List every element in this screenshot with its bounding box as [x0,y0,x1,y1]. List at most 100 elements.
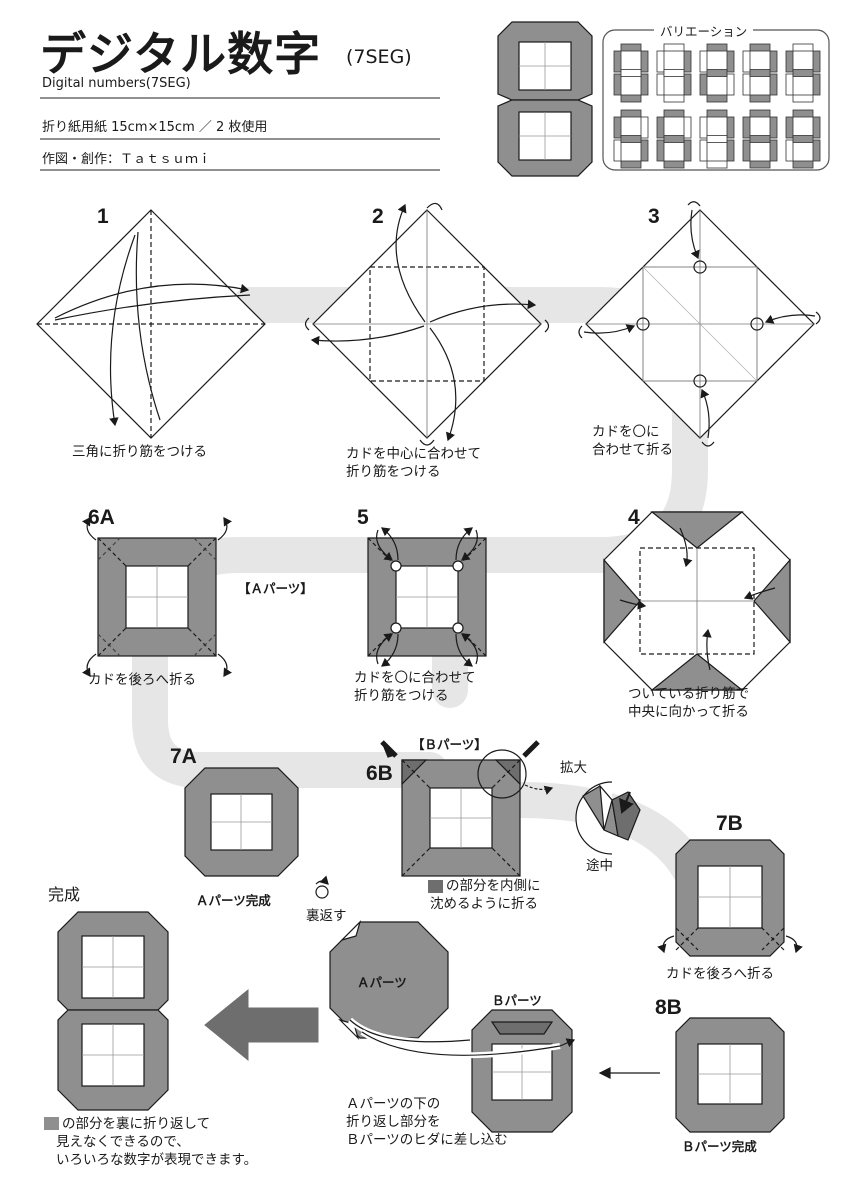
variation-digit-8 [742,109,778,169]
segment-d [792,160,814,169]
step-7b-diagram [657,839,803,957]
segment-g [620,69,642,77]
final-digit-eight [57,911,169,1111]
step-number-6b: 6B [366,762,393,785]
b-parts-label: 【Ｂパーツ】 [412,737,487,752]
segment-d [792,94,814,103]
variation-digit-9 [785,109,821,169]
segment-a [706,43,728,52]
segment-d [663,160,685,169]
segment-f [699,116,708,139]
step-number-6a: 6A [88,506,115,529]
segment-g [706,69,728,77]
step-6a-diagram [82,517,232,677]
step-4-diagram [603,511,791,691]
segment-b [769,116,778,139]
segment-f [613,116,622,139]
step-4-caption-line2: 中央に向かって折る [628,704,749,720]
segment-d [706,94,728,103]
a-part-name: Ａパーツ [357,975,407,990]
step-1-caption: 三角に折り筋をつける [72,444,207,460]
b-part-name: Ｂパーツ [492,993,542,1008]
step-number-3: 3 [648,205,660,228]
segment-a [663,43,685,52]
segment-c [769,139,778,162]
segment-e [613,139,622,162]
segment-f [613,50,622,73]
segment-b [769,50,778,73]
step-number-7a: 7A [170,745,197,768]
variation-digits [613,43,821,169]
variation-digit-7 [699,109,735,169]
variation-label: バリエーション [654,21,754,40]
step-7a-diagram [184,767,299,877]
step-6b-diagram [380,740,554,893]
step-8b-caption: Ｂパーツ完成 [682,1139,757,1154]
segment-b [726,116,735,139]
variation-digit-2 [699,43,735,103]
big-left-arrow-icon [204,988,319,1062]
segment-c [769,73,778,96]
segment-e [656,139,665,162]
segment-e [742,139,751,162]
segment-g [792,69,814,77]
paper-info: 折り紙用紙 15cm×15cm ／ 2 枚使用 [42,120,268,135]
segment-c [726,73,735,96]
segment-g [706,135,728,143]
step-5-diagram [367,527,487,667]
segment-e [785,139,794,162]
variation-digit-0 [613,43,649,103]
final-note-line1: の部分を裏に折り返して [62,1116,211,1132]
segment-f [656,50,665,73]
step-number-7b: 7B [716,812,743,835]
segment-e [656,73,665,96]
done-label: 完成 [48,885,81,904]
insert-caption-line2: 折り返し部分を [346,1114,441,1130]
segment-c [640,73,649,96]
segment-b [812,116,821,139]
variation-digit-5 [613,109,649,169]
segment-b [683,50,692,73]
final-legend-swatch [44,1117,59,1130]
segment-f [742,50,751,73]
final-note-line3: いろいろな数字が表現できます。 [56,1152,258,1168]
variation-digit-3 [742,43,778,103]
segment-e [699,73,708,96]
segment-g [749,135,771,143]
a-parts-label: 【Ａパーツ】 [238,581,313,596]
segment-c [812,73,821,96]
step-6b-caption-line2: 沈めるように折る [430,896,538,912]
segment-g [792,135,814,143]
step-number-2: 2 [372,205,384,228]
segment-b [726,50,735,73]
step-2-caption-line2: 折り筋をつける [346,464,441,480]
segment-f [656,116,665,139]
segment-g [749,69,771,77]
segment-b [640,116,649,139]
insert-caption-line1: Ａパーツの下の [346,1096,441,1112]
step-1-diagram [36,209,266,439]
step-2-caption-line1: カドを中心に合わせて [346,446,481,462]
zoom-detail [575,781,641,855]
segment-a [792,43,814,52]
step-6b-caption-line1: の部分を内側に [446,878,541,894]
step-8b-diagram [598,1017,785,1133]
page-title-suffix: (7SEG) [346,46,412,68]
step-number-4: 4 [628,506,640,529]
segment-c [683,73,692,96]
segment-a [792,109,814,118]
segment-d [620,160,642,169]
step-3-caption-line1: カドを〇に [592,424,660,440]
page-subtitle: Digital numbers(7SEG) [42,76,191,91]
segment-a [620,43,642,52]
segment-c [726,139,735,162]
author-info: 作図・創作：Ｔａｔｓｕｍｉ [42,152,212,167]
midway-label: 途中 [586,858,613,874]
segment-f [785,116,794,139]
segment-b [683,116,692,139]
segment-b [812,50,821,73]
segment-c [812,139,821,162]
segment-f [699,50,708,73]
segment-f [785,50,794,73]
